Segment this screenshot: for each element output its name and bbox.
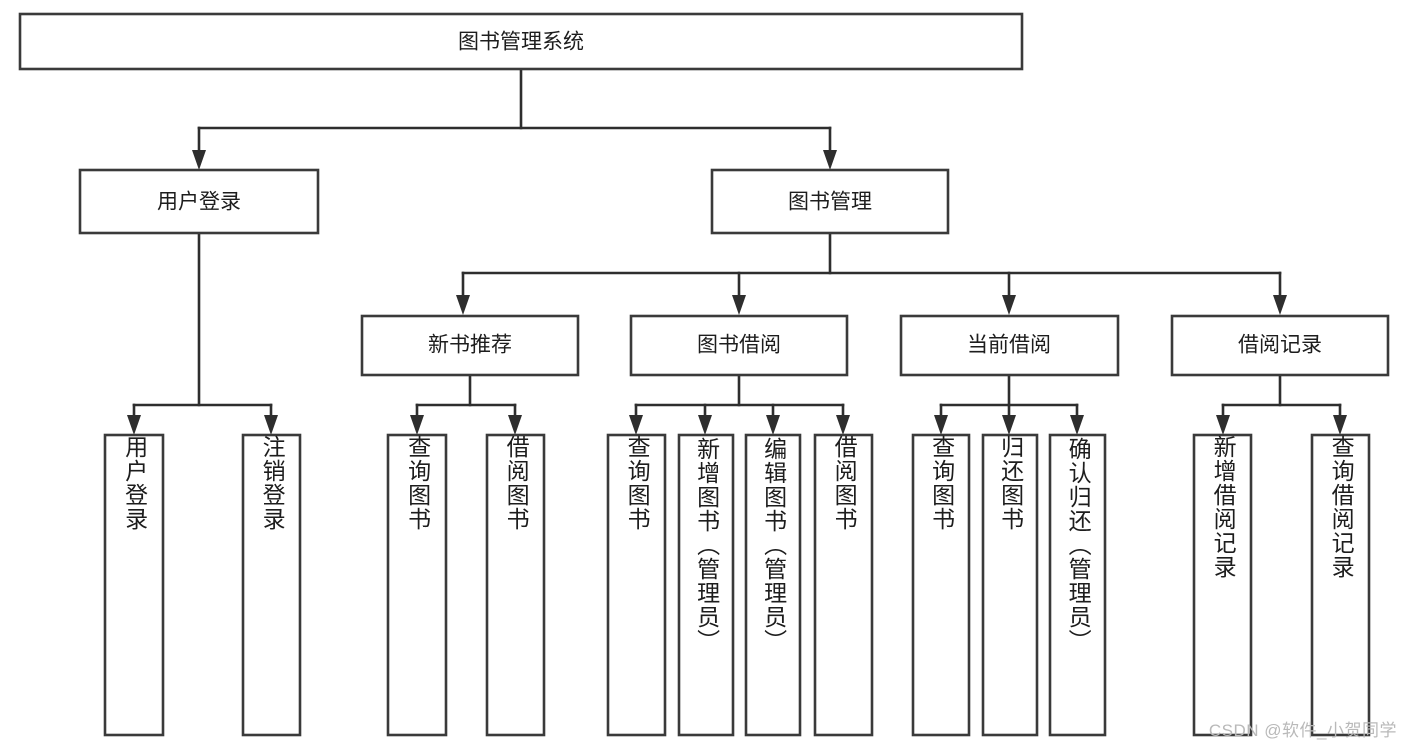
arrow-head-leaf-query-record bbox=[1333, 415, 1347, 435]
leaf-box-return-book[interactable] bbox=[981, 433, 1039, 737]
connector-group-new-book-recommend bbox=[410, 373, 522, 435]
arrow-head-leaf-user-login bbox=[127, 415, 141, 435]
node-label-user-login: 用户登录 bbox=[157, 191, 241, 214]
arrow-head-leaf-borrow-book-1 bbox=[508, 415, 522, 435]
connector-group-borrow-record bbox=[1216, 373, 1347, 435]
arrow-head-leaf-query-book-3 bbox=[934, 415, 948, 435]
arrow-head-leaf-logout bbox=[264, 415, 278, 435]
connector-group-book-management bbox=[456, 231, 1287, 315]
node-box-book-borrow[interactable] bbox=[629, 314, 849, 377]
leaf-box-query-record[interactable] bbox=[1310, 433, 1371, 737]
node-box-new-book-recommend[interactable] bbox=[360, 314, 580, 377]
node-label-book-borrow: 图书借阅 bbox=[697, 334, 781, 357]
arrow-head-leaf-add-record bbox=[1216, 415, 1230, 435]
node-box-user-login[interactable] bbox=[78, 168, 320, 235]
node-label-current-borrow: 当前借阅 bbox=[967, 334, 1051, 357]
arrow-head-new-book-recommend bbox=[456, 295, 470, 315]
leaf-box-user-login[interactable] bbox=[103, 433, 165, 737]
connector-group-root bbox=[192, 67, 837, 170]
node-box-borrow-record[interactable] bbox=[1170, 314, 1390, 377]
arrow-head-leaf-query-book-1 bbox=[410, 415, 424, 435]
leaf-box-borrow-book-2[interactable] bbox=[813, 433, 874, 737]
connector-group-current-borrow bbox=[934, 373, 1084, 435]
leaf-box-confirm-return[interactable] bbox=[1048, 433, 1107, 737]
arrow-head-book-borrow bbox=[732, 295, 746, 315]
arrow-head-user-login bbox=[192, 150, 206, 170]
leaf-box-query-book-3[interactable] bbox=[911, 433, 971, 737]
node-label-borrow-record: 借阅记录 bbox=[1238, 334, 1322, 357]
node-box-current-borrow[interactable] bbox=[899, 314, 1120, 377]
connector-group-book-borrow bbox=[629, 373, 850, 435]
arrow-head-leaf-return-book bbox=[1002, 415, 1016, 435]
node-box-book-management[interactable] bbox=[710, 168, 950, 235]
leaf-box-logout[interactable] bbox=[241, 433, 302, 737]
node-box-root[interactable] bbox=[18, 12, 1024, 71]
leaf-box-query-book-1[interactable] bbox=[386, 433, 448, 737]
node-label-book-management: 图书管理 bbox=[788, 191, 872, 214]
leaf-box-add-book[interactable] bbox=[677, 433, 735, 737]
arrow-head-borrow-record bbox=[1273, 295, 1287, 315]
arrow-head-leaf-borrow-book-2 bbox=[836, 415, 850, 435]
connector-group-user-login bbox=[127, 231, 278, 435]
leaf-box-borrow-book-1[interactable] bbox=[485, 433, 546, 737]
node-label-new-book-recommend: 新书推荐 bbox=[428, 334, 512, 357]
arrow-head-current-borrow bbox=[1002, 295, 1016, 315]
watermark-text: CSDN @软件_小贺同学 bbox=[1208, 721, 1397, 740]
arrow-head-book-mgmt bbox=[823, 150, 837, 170]
leaf-box-edit-book[interactable] bbox=[744, 433, 802, 737]
leaf-box-add-record[interactable] bbox=[1192, 433, 1253, 737]
arrow-head-leaf-edit-book bbox=[766, 415, 780, 435]
arrow-head-leaf-add-book bbox=[698, 415, 712, 435]
arrow-head-leaf-query-book-2 bbox=[629, 415, 643, 435]
arrow-head-leaf-confirm-return bbox=[1070, 415, 1084, 435]
node-label-root: 图书管理系统 bbox=[458, 31, 584, 54]
leaf-box-query-book-2[interactable] bbox=[606, 433, 667, 737]
